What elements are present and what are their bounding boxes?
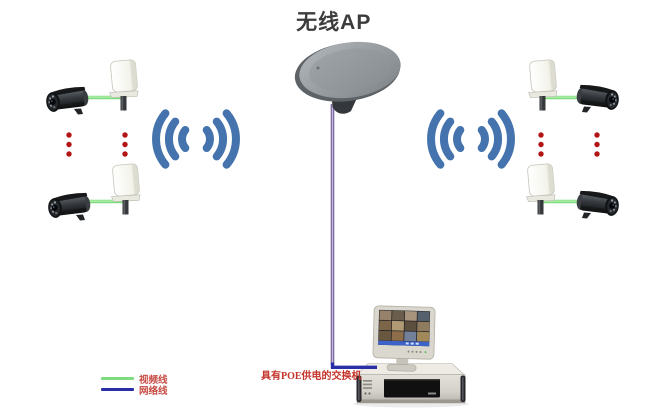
switch-network-cable	[330, 362, 377, 369]
cpe-panel-antenna-icon-top-left	[109, 58, 139, 111]
ellipsis-dots-left-cameras	[66, 132, 72, 157]
surveillance-monitor-icon	[372, 305, 436, 372]
ellipsis-dots-right-cameras	[594, 132, 600, 157]
ellipsis-dots-left-antennas	[122, 132, 128, 157]
cpe-panel-antenna-icon-bottom-left	[111, 162, 141, 215]
bullet-camera-icon-top-left	[44, 85, 90, 115]
video-line-label: 视频线	[139, 375, 168, 386]
bullet-camera-icon-top-right	[575, 83, 621, 113]
cpe-panel-antenna-icon-top-right	[528, 58, 558, 111]
legend-item-video-line: 视频线	[101, 373, 168, 386]
legend: 视频线 网络线	[101, 373, 168, 397]
wifi-signal-icon-right	[431, 113, 511, 164]
poe-switch-icon	[353, 363, 469, 408]
network-line-label: 网络线	[139, 386, 168, 397]
wifi-signal-icon-left	[156, 113, 236, 164]
cpe-panel-antenna-icon-bottom-right	[526, 162, 556, 215]
ellipsis-dots-right-antennas	[538, 132, 544, 157]
legend-item-network-line: 网络线	[101, 384, 168, 397]
diagram-title: 无线AP	[296, 11, 372, 34]
wireless-ap-dish-icon	[294, 41, 401, 114]
video-line-swatch	[101, 377, 134, 380]
network-line-swatch	[101, 388, 134, 391]
poe-switch-label: 具有POE供电的交换机	[261, 371, 362, 382]
bullet-camera-icon-bottom-right	[575, 189, 621, 219]
bullet-camera-icon-bottom-left	[46, 191, 92, 221]
